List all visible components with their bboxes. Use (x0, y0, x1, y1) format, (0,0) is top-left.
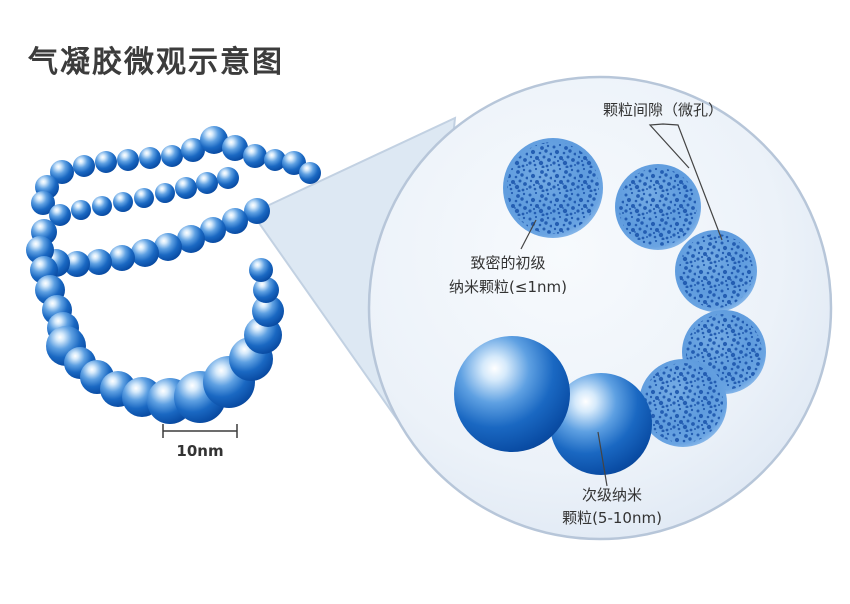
textured-particle (503, 138, 603, 238)
scale-bar (162, 424, 238, 438)
textured-particle (639, 359, 727, 447)
secondary-particles (454, 336, 652, 475)
primary-pointer-line (520, 219, 537, 250)
textured-particle (675, 230, 757, 312)
particle-chain (26, 126, 321, 424)
textured-particle (615, 164, 701, 250)
label-primary-particles-line2: 纳米颗粒(≤1nm) (449, 278, 567, 296)
scale-bar-label: 10nm (176, 442, 223, 460)
page-title: 气凝胶微观示意图 (28, 45, 284, 80)
pore-gap-pointer-lines (648, 123, 723, 241)
label-secondary-particles-line2: 颗粒(5-10nm) (562, 509, 662, 527)
secondary-pointer-line (597, 431, 608, 487)
label-pore-gap: 颗粒间隙（微孔） (603, 101, 723, 119)
label-secondary-particles-line1: 次级纳米 (582, 486, 642, 504)
label-primary-particles-line1: 致密的初级 (470, 254, 545, 272)
primary-particles (503, 138, 766, 447)
